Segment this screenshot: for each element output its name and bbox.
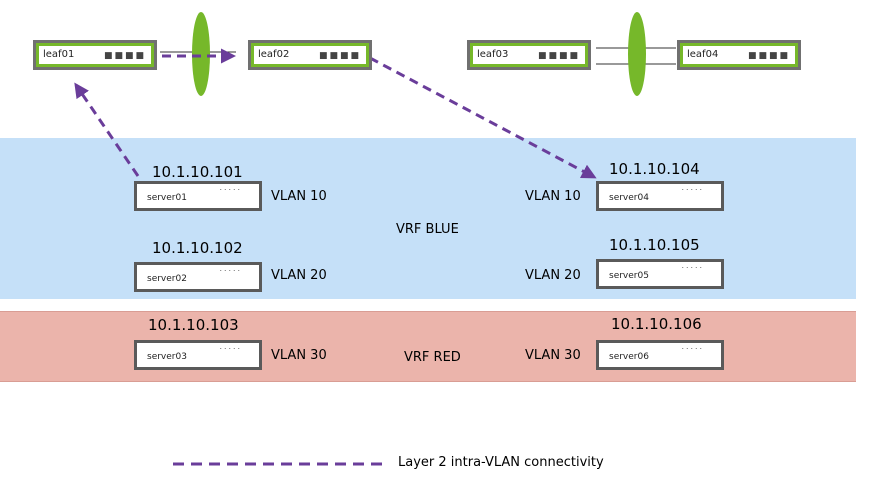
leaf-name: leaf01 xyxy=(43,49,75,60)
server03-box[interactable]: server03 ˙˙˙˙˙ xyxy=(134,340,262,370)
port-icon: ˙˙˙˙˙ xyxy=(680,348,704,358)
server-name: server04 xyxy=(609,193,649,203)
server03-vlan: VLAN 30 xyxy=(271,348,327,363)
server01-vlan: VLAN 10 xyxy=(271,189,327,204)
vrf-red-label: VRF RED xyxy=(404,350,461,365)
port-icon: ˙˙˙˙˙ xyxy=(680,189,704,199)
port-icon: ■■■■ xyxy=(747,51,790,61)
port-icon: ■■■■ xyxy=(318,51,361,61)
port-icon: ■■■■ xyxy=(537,51,580,61)
leaf02-switch[interactable]: leaf02 ■■■■ xyxy=(248,40,372,70)
server06-vlan: VLAN 30 xyxy=(525,348,581,363)
leaf-panel xyxy=(683,46,795,64)
server05-vlan: VLAN 20 xyxy=(525,268,581,283)
server02-ip: 10.1.10.102 xyxy=(152,239,243,257)
server02-vlan: VLAN 20 xyxy=(271,268,327,283)
port-icon: ˙˙˙˙˙ xyxy=(218,270,242,280)
port-icon: ■■■■ xyxy=(103,51,146,61)
server-name: server06 xyxy=(609,352,649,362)
vrf-blue-region xyxy=(0,138,856,299)
vrf-blue-label: VRF BLUE xyxy=(396,222,459,237)
leaf-name: leaf04 xyxy=(687,49,719,60)
server-name: server02 xyxy=(147,274,187,284)
server06-ip: 10.1.10.106 xyxy=(611,315,702,333)
leaf-panel xyxy=(254,46,366,64)
mlag-ellipse-right xyxy=(628,12,646,96)
server02-box[interactable]: server02 ˙˙˙˙˙ xyxy=(134,262,262,292)
leaf-panel xyxy=(473,46,585,64)
server04-vlan: VLAN 10 xyxy=(525,189,581,204)
legend-label: Layer 2 intra-VLAN connectivity xyxy=(398,455,604,470)
leaf-name: leaf03 xyxy=(477,49,509,60)
mlag-ellipse-left xyxy=(192,12,210,96)
port-icon: ˙˙˙˙˙ xyxy=(680,267,704,277)
leaf03-switch[interactable]: leaf03 ■■■■ xyxy=(467,40,591,70)
leaf04-switch[interactable]: leaf04 ■■■■ xyxy=(677,40,801,70)
server05-ip: 10.1.10.105 xyxy=(609,236,700,254)
server04-box[interactable]: server04 ˙˙˙˙˙ xyxy=(596,181,724,211)
server04-ip: 10.1.10.104 xyxy=(609,160,700,178)
server-name: server05 xyxy=(609,271,649,281)
server01-ip: 10.1.10.101 xyxy=(152,163,243,181)
port-icon: ˙˙˙˙˙ xyxy=(218,189,242,199)
vrf-red-region xyxy=(0,311,856,382)
leaf01-switch[interactable]: leaf01 ■■■■ xyxy=(33,40,157,70)
server03-ip: 10.1.10.103 xyxy=(148,316,239,334)
leaf-panel xyxy=(39,46,151,64)
port-icon: ˙˙˙˙˙ xyxy=(218,348,242,358)
server05-box[interactable]: server05 ˙˙˙˙˙ xyxy=(596,259,724,289)
server01-box[interactable]: server01 ˙˙˙˙˙ xyxy=(134,181,262,211)
server06-box[interactable]: server06 ˙˙˙˙˙ xyxy=(596,340,724,370)
server-name: server01 xyxy=(147,193,187,203)
server-name: server03 xyxy=(147,352,187,362)
leaf-name: leaf02 xyxy=(258,49,290,60)
